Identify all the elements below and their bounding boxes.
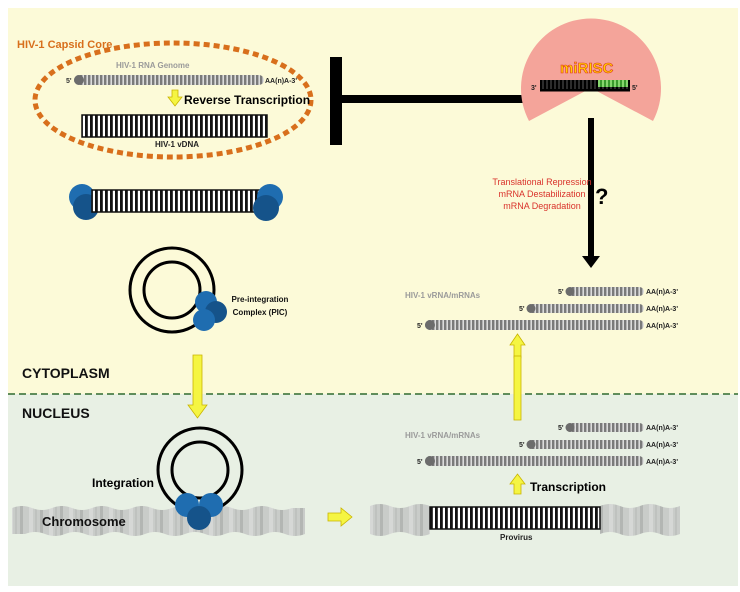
- nucleus-region: [8, 394, 738, 586]
- chromosome-left: [12, 506, 305, 536]
- cyto-rna-polya: AA(n)A-3': [646, 306, 678, 313]
- nuc-rna-5prime: 5': [417, 459, 423, 466]
- chromosome-right-b: [600, 504, 680, 536]
- mirna-backbone: [540, 89, 630, 92]
- nuc-rna-medium: [527, 440, 644, 449]
- rna-cap: [565, 423, 575, 432]
- rna-cap: [425, 456, 435, 466]
- reverse-transcription-arrow: [167, 89, 183, 107]
- cyto-rna-long: [425, 320, 644, 330]
- mirisc-3prime: 3': [531, 85, 537, 92]
- transcription-arrow: [509, 473, 526, 495]
- nuc-rna-polya: AA(n)A-3': [646, 459, 678, 466]
- nucleus-label: NUCLEUS: [22, 405, 90, 421]
- vdna-strand: [81, 114, 268, 138]
- rna-cap: [526, 440, 536, 449]
- integration-inner-circle: [170, 440, 230, 500]
- rna-genome-cap: [74, 75, 84, 85]
- nuc-rna-polya: AA(n)A-3': [646, 425, 678, 432]
- nuc-rna-5prime: 5': [519, 442, 525, 449]
- mirisc-arrow-head: [582, 256, 600, 268]
- pic-outer-circle: [128, 246, 216, 334]
- cyto-rna-label: HIV-1 vRNA/mRNAs: [405, 291, 481, 300]
- integration-label: Integration: [92, 476, 154, 490]
- mirisc-arrow-shaft: [588, 118, 594, 258]
- cyto-rna-polya: AA(n)A-3': [646, 323, 678, 330]
- transcription-label: Transcription: [530, 480, 606, 494]
- nuc-rna-long: [425, 456, 644, 466]
- rna-genome-polya: AA(n)A-3': [265, 78, 297, 85]
- mirna-seed: [598, 80, 628, 87]
- cytoplasm-label: CYTOPLASM: [22, 365, 110, 381]
- mirna-strand: [540, 80, 630, 91]
- pic-protein: [193, 309, 215, 331]
- rna-cap: [425, 320, 435, 330]
- nuclear-import-arrow: [187, 354, 208, 419]
- cyto-rna-medium: [527, 304, 644, 313]
- pic-inner-circle: [142, 260, 202, 320]
- cyto-rna-5prime: 5': [417, 323, 423, 330]
- export-arrow-shaft: [513, 355, 522, 421]
- nuc-rna-short: [566, 423, 644, 432]
- integrase-protein: [253, 195, 279, 221]
- capsid-core-outline: [32, 40, 314, 160]
- mirisc-complex: [521, 18, 661, 121]
- rna-cap: [526, 304, 536, 313]
- capsid-title: HIV-1 Capsid Core: [17, 39, 112, 51]
- rna-genome-5prime: 5': [66, 78, 72, 85]
- provirus-label: Provirus: [500, 533, 533, 542]
- inhibition-bar: [330, 57, 342, 145]
- vdna-label: HIV-1 vDNA: [155, 140, 199, 149]
- integration-protein: [187, 506, 211, 530]
- pic-label-line1: Pre-integration: [232, 295, 289, 304]
- nuc-rna-polya: AA(n)A-3': [646, 442, 678, 449]
- cyto-rna-5prime: 5': [519, 306, 525, 313]
- effect-3: mRNA Degradation: [503, 201, 581, 211]
- rna-genome-label: HIV-1 RNA Genome: [116, 61, 190, 70]
- effect-2: mRNA Destabilization: [498, 189, 585, 199]
- rna-cap: [565, 287, 575, 296]
- nuc-rna-label: HIV-1 vRNA/mRNAs: [405, 431, 481, 440]
- cyto-rna-short: [566, 287, 644, 296]
- pic-label-line2: Complex (PIC): [233, 308, 288, 317]
- uncoated-vdna: [91, 189, 263, 213]
- cyto-rna-polya: AA(n)A-3': [646, 289, 678, 296]
- reverse-transcription-label: Reverse Transcription: [184, 93, 310, 107]
- provirus-dna: [429, 506, 601, 530]
- nuc-rna-5prime: 5': [558, 425, 564, 432]
- chromosome-label: Chromosome: [42, 514, 126, 529]
- cyto-rna-5prime: 5': [558, 289, 564, 296]
- integration-result-arrow: [327, 507, 353, 527]
- effect-1: Translational Repression: [492, 177, 591, 187]
- mirisc-5prime: 5': [632, 85, 638, 92]
- question-mark: ?: [595, 184, 608, 209]
- chromosome-right-a: [370, 504, 430, 536]
- rna-genome-strand: [74, 75, 264, 85]
- mirisc-label: miRISC: [560, 60, 614, 77]
- inhibition-line: [342, 95, 525, 103]
